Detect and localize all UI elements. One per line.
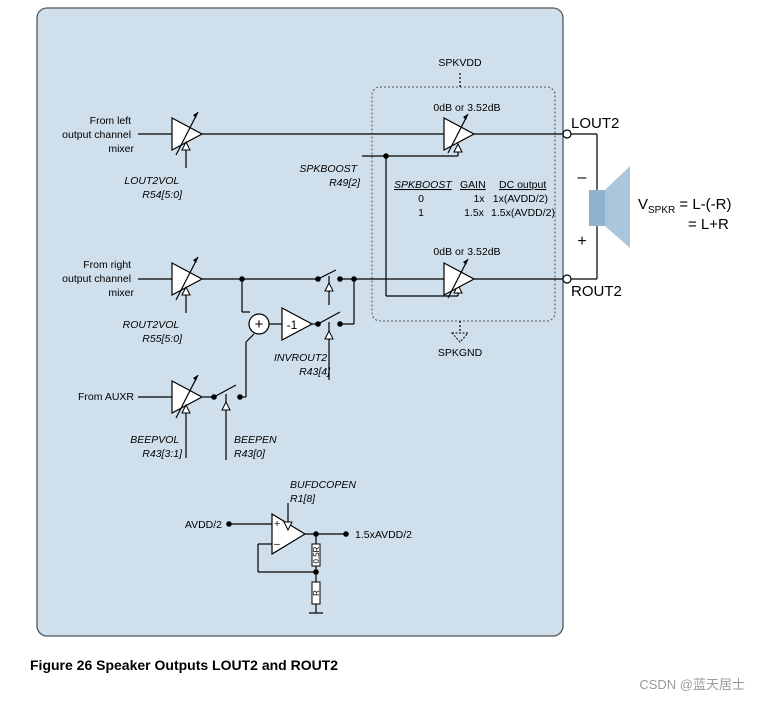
rout2vol-label: ROUT2VOL R55[5:0] xyxy=(123,319,183,345)
inverter-amplifier xyxy=(281,307,314,341)
beep-enable-switch xyxy=(213,384,237,398)
lout2-label: LOUT2 xyxy=(571,115,619,132)
spkvdd-label: SPKVDD xyxy=(438,57,482,69)
watermark: CSDN @蓝天居士 xyxy=(639,677,745,692)
gain-top-label: 0dB or 3.52dB xyxy=(433,102,500,114)
resistor-r-label: R xyxy=(312,590,321,596)
avdd-input-label: AVDD/2 xyxy=(185,519,222,531)
rout2-output-buffer xyxy=(443,258,476,299)
boost-table: SPKBOOST GAIN DC output 0 1x 1x(AVDD/2) … xyxy=(394,179,555,219)
figure-caption: Figure 26 Speaker Outputs LOUT2 and ROUT… xyxy=(30,657,338,673)
from-right-label: From right output channel mixer xyxy=(62,259,134,299)
from-auxr-label: From AUXR xyxy=(78,391,134,403)
resistor-half-r-label: 0.5R xyxy=(312,546,321,563)
table-header-dc-output: DC output xyxy=(499,179,546,191)
speaker-plus: + xyxy=(577,233,586,250)
spkboost-label: SPKBOOST R49[2] xyxy=(299,163,361,189)
vspkr-equation-line2: = L+R xyxy=(688,216,729,233)
beepvol-amplifier xyxy=(171,374,204,419)
table-header-spkboost: SPKBOOST xyxy=(394,179,453,191)
gain-bottom-label: 0dB or 3.52dB xyxy=(433,246,500,258)
invert-switch xyxy=(317,311,341,325)
invert-select-switch xyxy=(317,269,337,280)
inverter-label: -1 xyxy=(287,318,298,332)
invrout2-label: INVROUT2 R43[4] xyxy=(274,352,331,378)
ground-symbol xyxy=(450,332,470,343)
vspkr-equation: VSPKR = L-(-R) xyxy=(638,196,732,216)
lout2-pin xyxy=(562,129,572,139)
speaker-icon xyxy=(589,166,630,248)
sum-symbol: + xyxy=(255,316,264,333)
lout2vol-amplifier xyxy=(171,111,204,156)
table-cell: 1x xyxy=(473,193,485,205)
lout2vol-label: LOUT2VOL R54[5:0] xyxy=(124,175,183,201)
table-header-gain: GAIN xyxy=(460,179,486,191)
spkgnd-label: SPKGND xyxy=(438,347,483,359)
speaker-minus: – xyxy=(578,169,587,186)
beepvol-label: BEEPVOL R43[3:1] xyxy=(130,434,183,460)
lout2-output-buffer xyxy=(443,113,476,154)
beepen-label: BEEPEN R43[0] xyxy=(234,434,280,460)
table-cell: 1.5x(AVDD/2) xyxy=(491,207,555,219)
table-cell: 1.5x xyxy=(464,207,485,219)
opamp-plus: + xyxy=(274,518,280,530)
from-left-label: From left output channel mixer xyxy=(62,115,134,155)
output-stage-region xyxy=(371,86,556,322)
rout2-pin xyxy=(562,274,572,284)
table-cell: 1x(AVDD/2) xyxy=(493,193,548,205)
avdd-output-label: 1.5xAVDD/2 xyxy=(355,529,412,541)
rout2vol-amplifier xyxy=(171,256,204,301)
opamp-minus: – xyxy=(274,538,280,550)
bufdcopen-label: BUFDCOPEN R1[8] xyxy=(290,479,359,505)
table-cell: 0 xyxy=(418,193,424,205)
table-cell: 1 xyxy=(418,207,424,219)
rout2-label: ROUT2 xyxy=(571,283,622,300)
